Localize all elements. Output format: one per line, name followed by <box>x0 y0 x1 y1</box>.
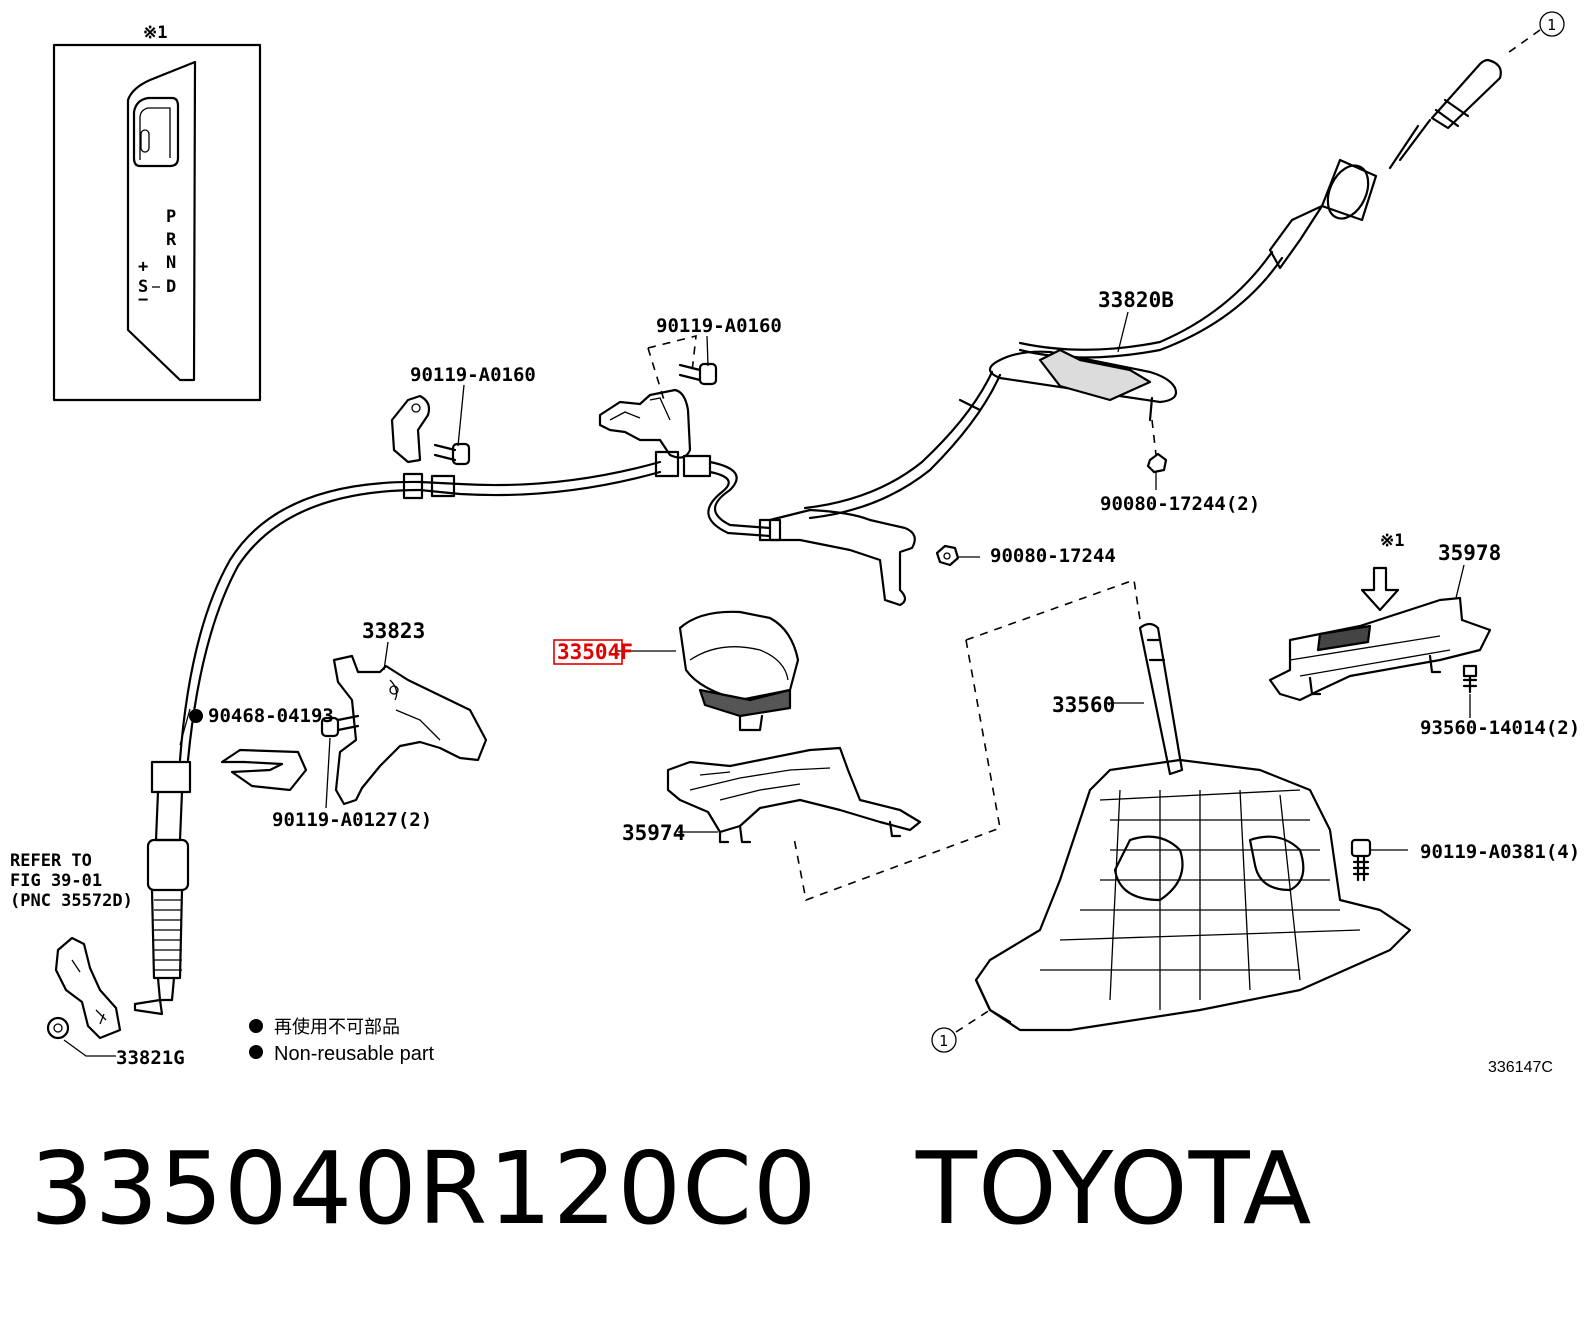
label-35978: 35978 <box>1438 541 1501 565</box>
transmission-cable-left <box>133 450 916 1016</box>
ref-marker-top: 1 <box>1504 11 1565 56</box>
indicator-35978 <box>1268 566 1492 702</box>
nonreusable-dot-90468 <box>189 709 203 723</box>
callouts: 33820B 90119-A0160 90119-A0160 90080-172… <box>10 288 1580 1076</box>
part-number: 335040R120C0 <box>30 1130 818 1247</box>
ref-marker-top-label: 1 <box>1547 16 1556 34</box>
dash-region-bottom <box>793 639 1001 902</box>
label-33560: 33560 <box>1052 693 1115 717</box>
brand-name: TOYOTA <box>915 1130 1313 1247</box>
ref-marker-bottom: 1 <box>931 1009 991 1053</box>
nut-90080-17244-pair <box>1146 452 1168 474</box>
bolt-90119-A0381 <box>1350 838 1372 882</box>
ref-marker-bottom-label: 1 <box>939 1032 948 1050</box>
nut-90080-17244 <box>935 544 960 567</box>
figure-id: 336147C <box>1488 1059 1553 1076</box>
label-33820B: 33820B <box>1098 288 1174 312</box>
label-33504F: 33504F <box>557 640 633 664</box>
bolt-90119-A0160-left <box>433 442 471 466</box>
manual-s: S <box>138 277 148 297</box>
inset-mark: ※1 <box>143 23 167 43</box>
manual-plus: + <box>138 257 148 277</box>
indicator-mark: ※1 <box>1380 531 1404 551</box>
gear-p: P <box>166 207 176 227</box>
screw-93560-14014 <box>1462 664 1478 694</box>
refer-note-line3: (PNC 35572D) <box>10 891 133 911</box>
label-90119-A0160-left: 90119-A0160 <box>410 364 536 386</box>
dash-region-top <box>965 578 1141 641</box>
lever-33560 <box>974 622 1412 1032</box>
label-33823: 33823 <box>362 619 425 643</box>
refer-note-line2: FIG 39-01 <box>10 871 102 891</box>
gear-n: N <box>166 253 176 273</box>
label-90119-A0160-upper: 90119-A0160 <box>656 315 782 337</box>
legend-jp: 再使用不可部品 <box>274 1017 400 1037</box>
shift-cable-33820B <box>803 58 1502 520</box>
label-90119-A0127: 90119-A0127(2) <box>272 809 432 831</box>
label-90080-17244: 90080-17244 <box>990 545 1116 567</box>
manual-minus: − <box>138 290 148 310</box>
label-35974: 35974 <box>622 821 685 845</box>
label-90468-04193: 90468-04193 <box>208 705 334 727</box>
highlight-box-33504F <box>553 639 623 665</box>
page-title: 335040R120C0 TOYOTA <box>30 1130 1312 1247</box>
clip-90468-04193 <box>220 748 308 792</box>
bolt-90119-A0160-upper <box>678 362 718 386</box>
legend-en: Non-reusable part <box>274 1043 435 1065</box>
cable-bracket-upper <box>598 388 692 459</box>
inset-shift-panel: ※1 P R N D + S − <box>52 23 262 402</box>
legend-dot-en <box>249 1045 263 1059</box>
bracket-33823 <box>332 654 488 806</box>
label-90080-17244-pair: 90080-17244(2) <box>1100 493 1260 515</box>
gear-d: D <box>166 277 176 297</box>
bracket-33821G <box>46 936 122 1040</box>
legend-dot-jp <box>249 1019 263 1033</box>
knob-33504F <box>678 610 800 732</box>
label-93560-14014: 93560-14014(2) <box>1420 717 1580 739</box>
bezel-35974 <box>666 746 922 844</box>
leader-lines <box>63 311 1471 1057</box>
gear-r: R <box>166 230 177 250</box>
label-90119-A0381: 90119-A0381(4) <box>1420 841 1580 863</box>
label-33821G: 33821G <box>116 1047 185 1069</box>
bolt-90119-A0127 <box>320 714 360 738</box>
cable-bracket-left <box>390 394 431 464</box>
refer-note-line1: REFER TO <box>10 851 92 871</box>
